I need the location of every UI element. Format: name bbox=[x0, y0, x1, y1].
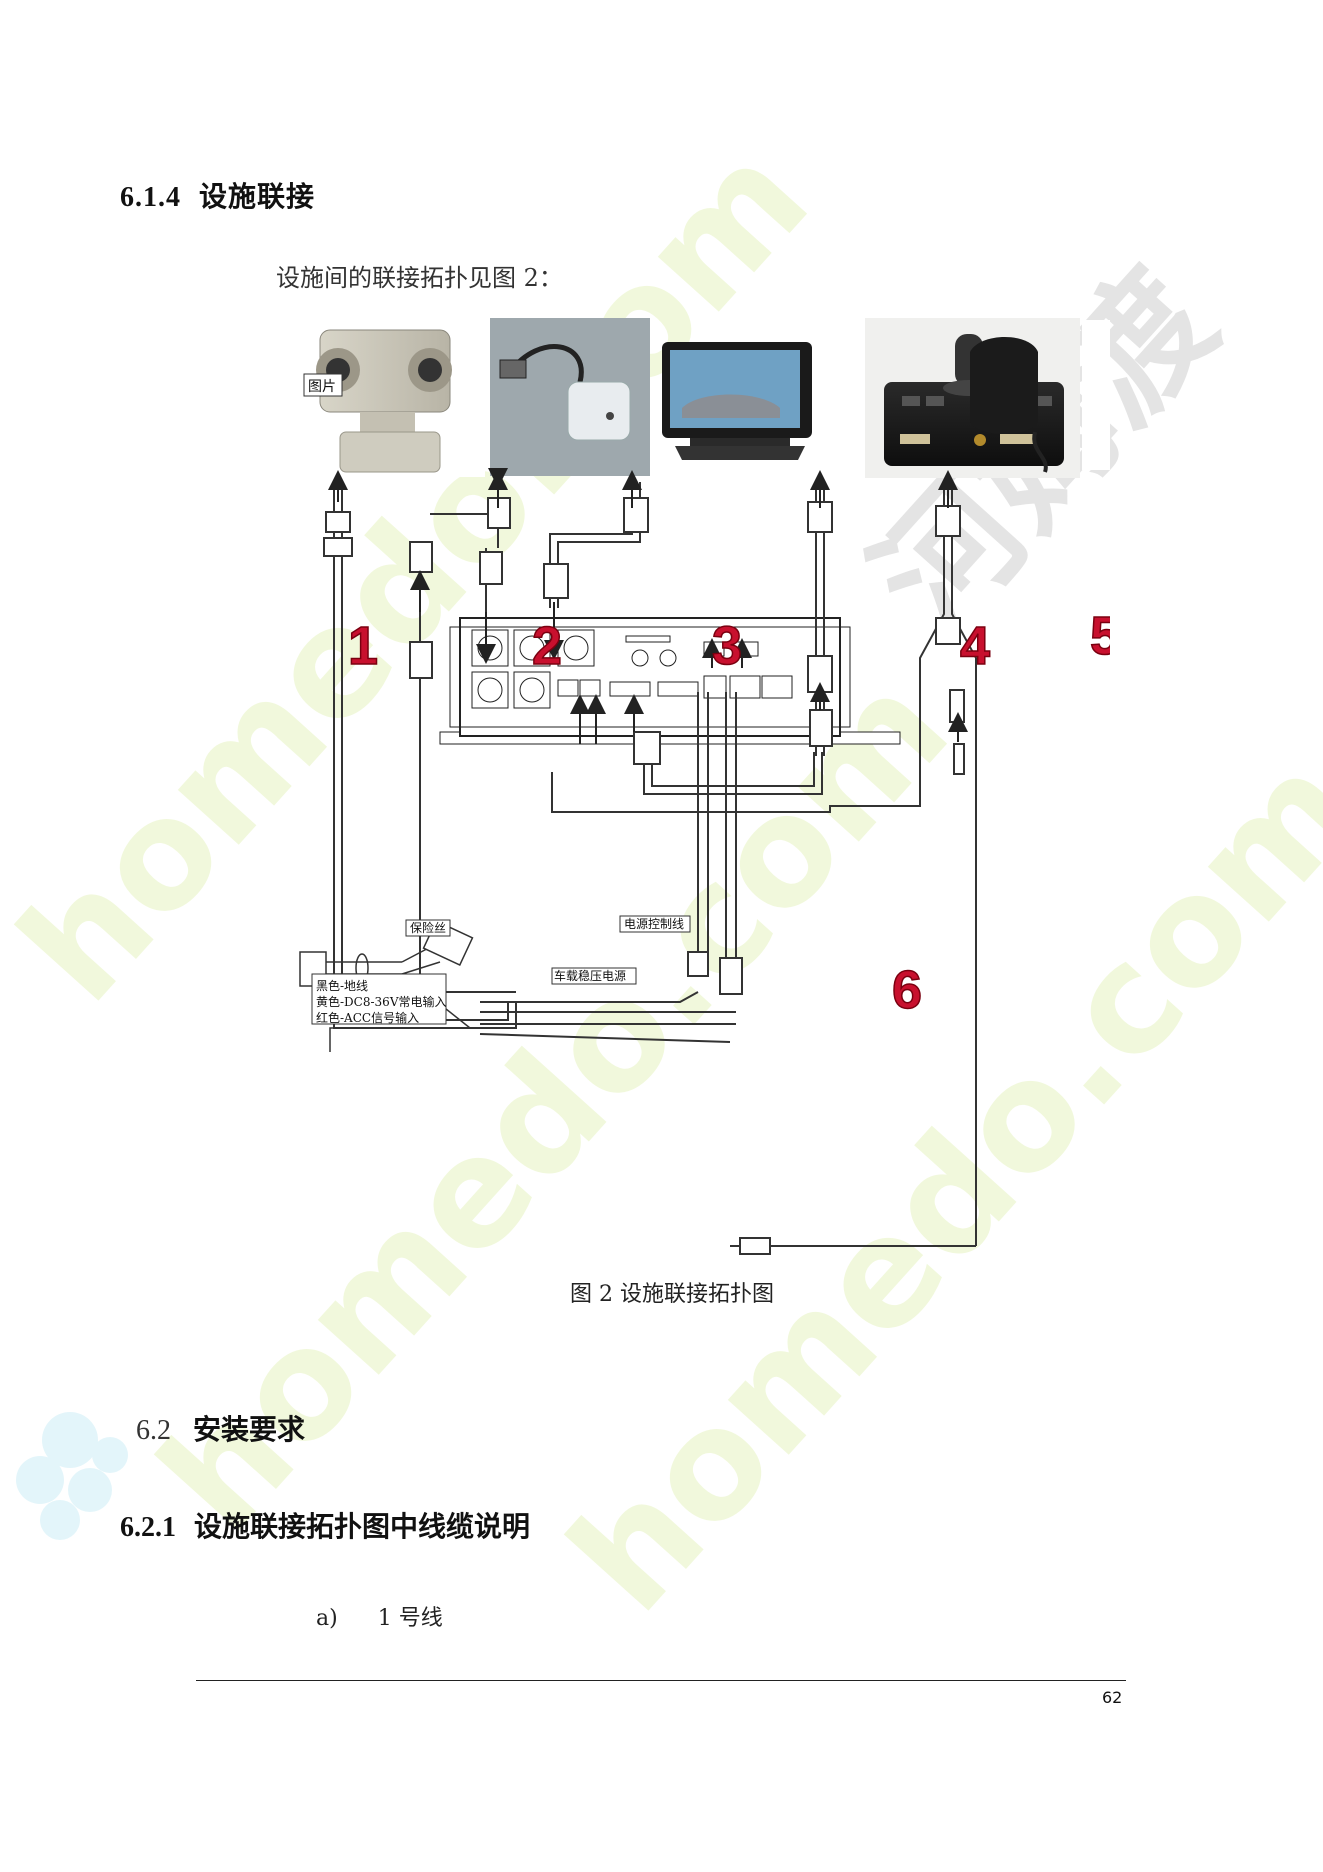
adapter-photo bbox=[490, 318, 650, 476]
label-power-control: 电源控制线 bbox=[624, 917, 684, 931]
ptz-camera-photo: 图片 bbox=[295, 312, 485, 477]
photo-label: 图片 bbox=[308, 379, 336, 395]
section-6-2-heading: 6.2 安装要求 bbox=[136, 1408, 305, 1448]
label-wire-black: 黑色-地线 bbox=[316, 979, 368, 993]
section-title: 设施联接拓扑图中线缆说明 bbox=[194, 1510, 531, 1543]
callout-1: 1 bbox=[348, 616, 378, 676]
callout-5: 5 bbox=[1090, 606, 1110, 666]
section-title: 安装要求 bbox=[193, 1413, 306, 1446]
list-item: a) 1 号线 bbox=[316, 1600, 443, 1632]
monitor-photo bbox=[662, 342, 812, 460]
label-wire-yellow: 黄色-DC8-36V常电输入 bbox=[316, 994, 446, 1009]
section-6-1-4-heading: 6.1.4 设施联接 bbox=[120, 175, 315, 215]
watermark-flower-icon bbox=[16, 1412, 128, 1540]
callout-2: 2 bbox=[532, 616, 562, 676]
callout-4: 4 bbox=[960, 616, 990, 676]
label-vehicle-power: 车载稳压电源 bbox=[554, 968, 626, 983]
handheld-microphone-photo bbox=[970, 320, 1110, 473]
section-title: 设施联接 bbox=[199, 180, 316, 213]
list-item-text: 1 号线 bbox=[377, 1606, 443, 1631]
intro-paragraph: 设施间的联接拓扑见图 2： bbox=[276, 264, 563, 292]
list-marker: a) bbox=[316, 1606, 338, 1631]
section-number: 6.2.1 bbox=[120, 1512, 176, 1543]
topology-diagram: 图片 bbox=[295, 312, 1110, 1255]
callout-3: 3 bbox=[712, 616, 742, 676]
callout-6: 6 bbox=[892, 960, 922, 1020]
label-wire-red: 红色-ACC信号输入 bbox=[316, 1010, 419, 1025]
footer-divider bbox=[196, 1680, 1126, 1681]
figure-caption: 图 2 设施联接拓扑图 bbox=[570, 1282, 774, 1307]
section-number: 6.2 bbox=[136, 1415, 171, 1446]
section-6-2-1-heading: 6.2.1 设施联接拓扑图中线缆说明 bbox=[120, 1505, 530, 1545]
section-number: 6.1.4 bbox=[120, 182, 181, 213]
label-fuse: 保险丝 bbox=[410, 920, 446, 935]
page-number: 62 bbox=[1102, 1688, 1123, 1707]
